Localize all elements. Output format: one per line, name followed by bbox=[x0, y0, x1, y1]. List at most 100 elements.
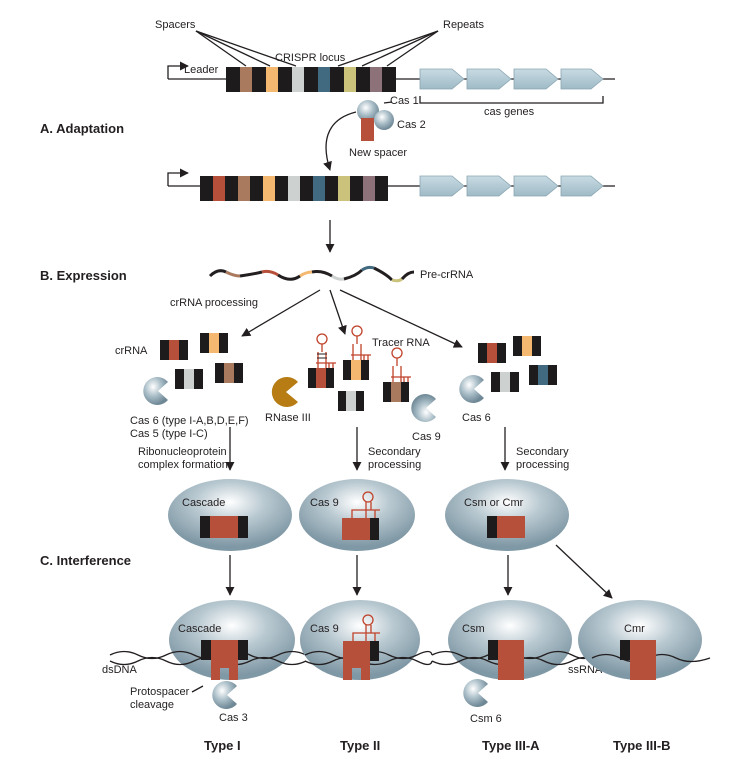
label-type1: Type I bbox=[204, 738, 241, 753]
spacer-block bbox=[338, 176, 350, 201]
label-type2: Type II bbox=[340, 738, 380, 753]
branch-arrow-type1 bbox=[241, 289, 321, 337]
cas3-pacman bbox=[212, 681, 237, 709]
repeat-block bbox=[382, 67, 396, 92]
label-cas2: Cas 2 bbox=[397, 119, 426, 131]
crispr-locus-expanded bbox=[167, 168, 615, 201]
label-cascade-target: Cascade bbox=[178, 623, 221, 635]
cas-gene-arrow bbox=[560, 175, 604, 197]
label-cas9-free: Cas 9 bbox=[412, 431, 441, 443]
repeat-block bbox=[350, 176, 363, 201]
crrna-tracer-unit bbox=[343, 325, 371, 380]
spacer-block bbox=[370, 67, 382, 92]
label-cleavage: cleavage bbox=[130, 699, 174, 711]
repeat-block bbox=[330, 67, 344, 92]
spacer-block bbox=[240, 67, 252, 92]
repeat-block bbox=[278, 67, 292, 92]
repeat-block bbox=[250, 176, 263, 201]
cas-gene-arrow bbox=[513, 175, 559, 197]
label-cmr: Cmr bbox=[624, 623, 645, 635]
label-cas5-type1c: Cas 5 (type I-C) bbox=[130, 428, 208, 440]
cas-gene-arrows-bottom bbox=[419, 175, 604, 197]
label-csm: Csm bbox=[462, 623, 485, 635]
label-cas9-complex: Cas 9 bbox=[310, 497, 339, 509]
cas-gene-arrow bbox=[466, 175, 512, 197]
cas-gene-arrow bbox=[466, 68, 512, 90]
spacer-block-new bbox=[213, 176, 225, 201]
label-cas1: Cas 1 bbox=[390, 95, 419, 107]
cas9-pacman-type2 bbox=[411, 394, 436, 422]
crrna-tracer-unit bbox=[308, 333, 336, 388]
cas9-target-complex: Cas 9 bbox=[300, 600, 433, 680]
label-complex-formation: complex formation bbox=[138, 459, 228, 471]
repeat-block bbox=[226, 67, 240, 92]
leader-promoter-arrow bbox=[167, 168, 189, 186]
cas-gene-arrow bbox=[560, 68, 604, 90]
cas-gene-arrow bbox=[419, 68, 465, 90]
crrna-tracer-type2 bbox=[308, 325, 411, 411]
label-type3b: Type III-B bbox=[613, 738, 671, 753]
spacer-block bbox=[288, 176, 300, 201]
cas1-protein bbox=[357, 100, 379, 122]
spacer-block bbox=[318, 67, 330, 92]
section-expression: B. Expression bbox=[40, 268, 127, 283]
branch-arrow-type2 bbox=[329, 289, 347, 335]
label-type3a: Type III-A bbox=[482, 738, 540, 753]
repeat-block bbox=[356, 67, 370, 92]
label-cas6-type1: Cas 6 (type I-A,B,D,E,F) bbox=[130, 415, 249, 427]
repeat-block bbox=[304, 67, 318, 92]
csm6-pacman bbox=[463, 679, 488, 707]
rnase3-pacman bbox=[271, 377, 298, 408]
label-protospacer: Protospacer bbox=[130, 686, 190, 698]
label-dsdna: dsDNA bbox=[102, 664, 138, 676]
repeat-block bbox=[275, 176, 288, 201]
cas9-complex: Cas 9 bbox=[299, 479, 415, 551]
label-processing-type3: processing bbox=[516, 459, 569, 471]
csm-cmr-complex: Csm or Cmr bbox=[445, 479, 569, 551]
spacer-block bbox=[266, 67, 278, 92]
label-cascade: Cascade bbox=[182, 497, 225, 509]
label-repeats: Repeats bbox=[443, 19, 484, 31]
cas2-protein bbox=[374, 110, 394, 130]
cas-gene-arrow bbox=[513, 68, 559, 90]
label-cas3: Cas 3 bbox=[219, 712, 248, 724]
crrna-tracer-unit bbox=[383, 347, 411, 402]
cmr-target-complex: Cmr bbox=[578, 600, 711, 680]
label-ribonucleoprotein: Ribonucleoprotein bbox=[138, 446, 227, 458]
branch-arrow-type3 bbox=[339, 289, 463, 348]
new-spacer-block bbox=[361, 118, 374, 141]
label-crrna: crRNA bbox=[115, 345, 148, 357]
cas6-pacman-type1 bbox=[143, 377, 168, 406]
repeat-block bbox=[252, 67, 266, 92]
spacer-block bbox=[313, 176, 325, 201]
leader-promoter-arrow bbox=[167, 61, 189, 79]
label-cas-genes: cas genes bbox=[484, 106, 535, 118]
spacer-block bbox=[344, 67, 356, 92]
spacer-block bbox=[363, 176, 375, 201]
adaptation-curved-arrow bbox=[323, 111, 357, 171]
label-secondary-type2: Secondary bbox=[368, 446, 421, 458]
crrna-fragments-type1 bbox=[160, 333, 243, 389]
arrow-type3b-target bbox=[555, 544, 613, 599]
label-spacers: Spacers bbox=[155, 19, 196, 31]
repeat-block bbox=[375, 176, 388, 201]
cas6-pacman-type3 bbox=[459, 375, 484, 403]
section-interference: C. Interference bbox=[40, 553, 131, 568]
label-rnase3: RNase III bbox=[265, 412, 311, 424]
label-new-spacer: New spacer bbox=[349, 147, 407, 159]
label-processing-type2: processing bbox=[368, 459, 421, 471]
crispr-locus-top bbox=[167, 61, 615, 92]
label-crrna-processing: crRNA processing bbox=[170, 297, 258, 309]
spacer-block bbox=[292, 67, 304, 92]
label-pre-crrna: Pre-crRNA bbox=[420, 269, 474, 281]
label-cas9-target: Cas 9 bbox=[310, 623, 339, 635]
pointer-lines-top bbox=[195, 30, 604, 104]
repeat-block bbox=[225, 176, 238, 201]
cascade-target-complex: Cascade bbox=[109, 600, 307, 680]
cas-gene-arrow bbox=[419, 175, 465, 197]
label-secondary-type3: Secondary bbox=[516, 446, 569, 458]
cascade-complex: Cascade bbox=[168, 479, 292, 551]
repeat-block bbox=[300, 176, 313, 201]
label-tracer-rna: Tracer RNA bbox=[372, 337, 430, 349]
cas1-cas2-complex bbox=[357, 100, 394, 141]
